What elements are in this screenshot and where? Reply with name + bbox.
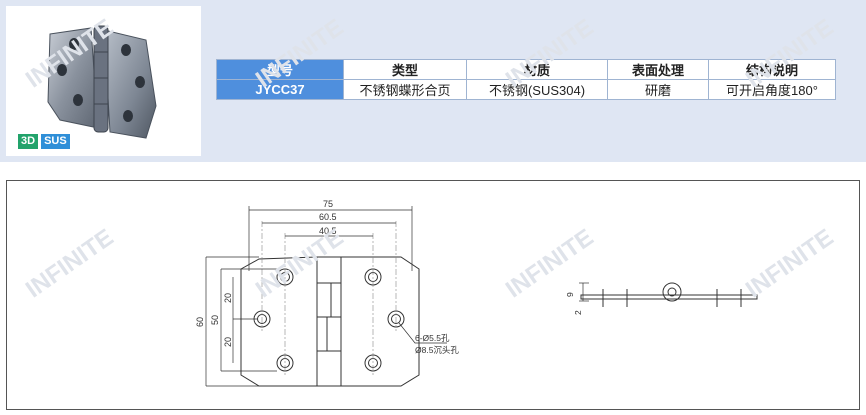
spec-data-row: JYCC37 不锈钢蝶形合页 不锈钢(SUS304) 研磨 可开启角度180° [216, 79, 836, 100]
dim-overall-width: 75 [323, 199, 333, 209]
header-surface: 表面处理 [607, 59, 709, 80]
header-model: 型号 [216, 59, 344, 80]
header-material: 材质 [466, 59, 608, 80]
dim-thickness: 2 [573, 310, 583, 315]
horizontal-dimensions [248, 206, 413, 271]
vertical-dimensions [205, 256, 277, 387]
hole-note-2: Ø8.5沉头孔 [415, 345, 459, 355]
dim-pitch-upper: 20 [223, 293, 233, 303]
dim-hole-height: 50 [210, 315, 220, 325]
dim-height: 60 [195, 317, 205, 327]
spec-header-row: 型号 类型 材质 表面处理 结构说明 [216, 59, 836, 80]
product-header-panel: 3D SUS 型号 类型 材质 表面处理 结构说明 JYCC37 不锈钢蝶形合页… [0, 0, 866, 162]
side-knuckle [662, 282, 682, 302]
header-type: 类型 [343, 59, 467, 80]
tag-3d[interactable]: 3D [18, 134, 39, 149]
hole-note-1: 6-Ø5.5孔 [415, 333, 450, 343]
cell-material: 不锈钢(SUS304) [466, 79, 608, 100]
dim-side-height: 9 [565, 292, 575, 297]
drawing-canvas: 75 60.5 40.5 60 50 20 20 6-Ø5.5孔 Ø8.5沉头孔 [195, 199, 758, 387]
cell-type: 不锈钢蝶形合页 [343, 79, 467, 100]
centre-lines [261, 221, 397, 377]
side-view [579, 282, 758, 307]
technical-drawing-frame: 75 60.5 40.5 60 50 20 20 6-Ø5.5孔 Ø8.5沉头孔 [6, 180, 860, 410]
hinge-photo-image [47, 25, 157, 139]
tag-sus[interactable]: SUS [41, 134, 70, 149]
left-leaf-outline [240, 256, 318, 387]
dim-pitch-lower: 20 [223, 337, 233, 347]
dim-inner-span: 40.5 [319, 226, 337, 236]
cell-model: JYCC37 [216, 79, 344, 100]
hole-leader [398, 322, 447, 344]
material-tags: 3D SUS [18, 134, 70, 149]
side-plate [580, 294, 758, 300]
front-view [240, 256, 420, 387]
cell-structure: 可开启角度180° [708, 79, 836, 100]
header-structure: 结构说明 [708, 59, 836, 80]
cell-surface: 研磨 [607, 79, 709, 100]
spec-table: 型号 类型 材质 表面处理 结构说明 JYCC37 不锈钢蝶形合页 不锈钢(SU… [216, 59, 836, 100]
product-photo: 3D SUS [6, 6, 201, 156]
dim-hole-span: 60.5 [319, 212, 337, 222]
